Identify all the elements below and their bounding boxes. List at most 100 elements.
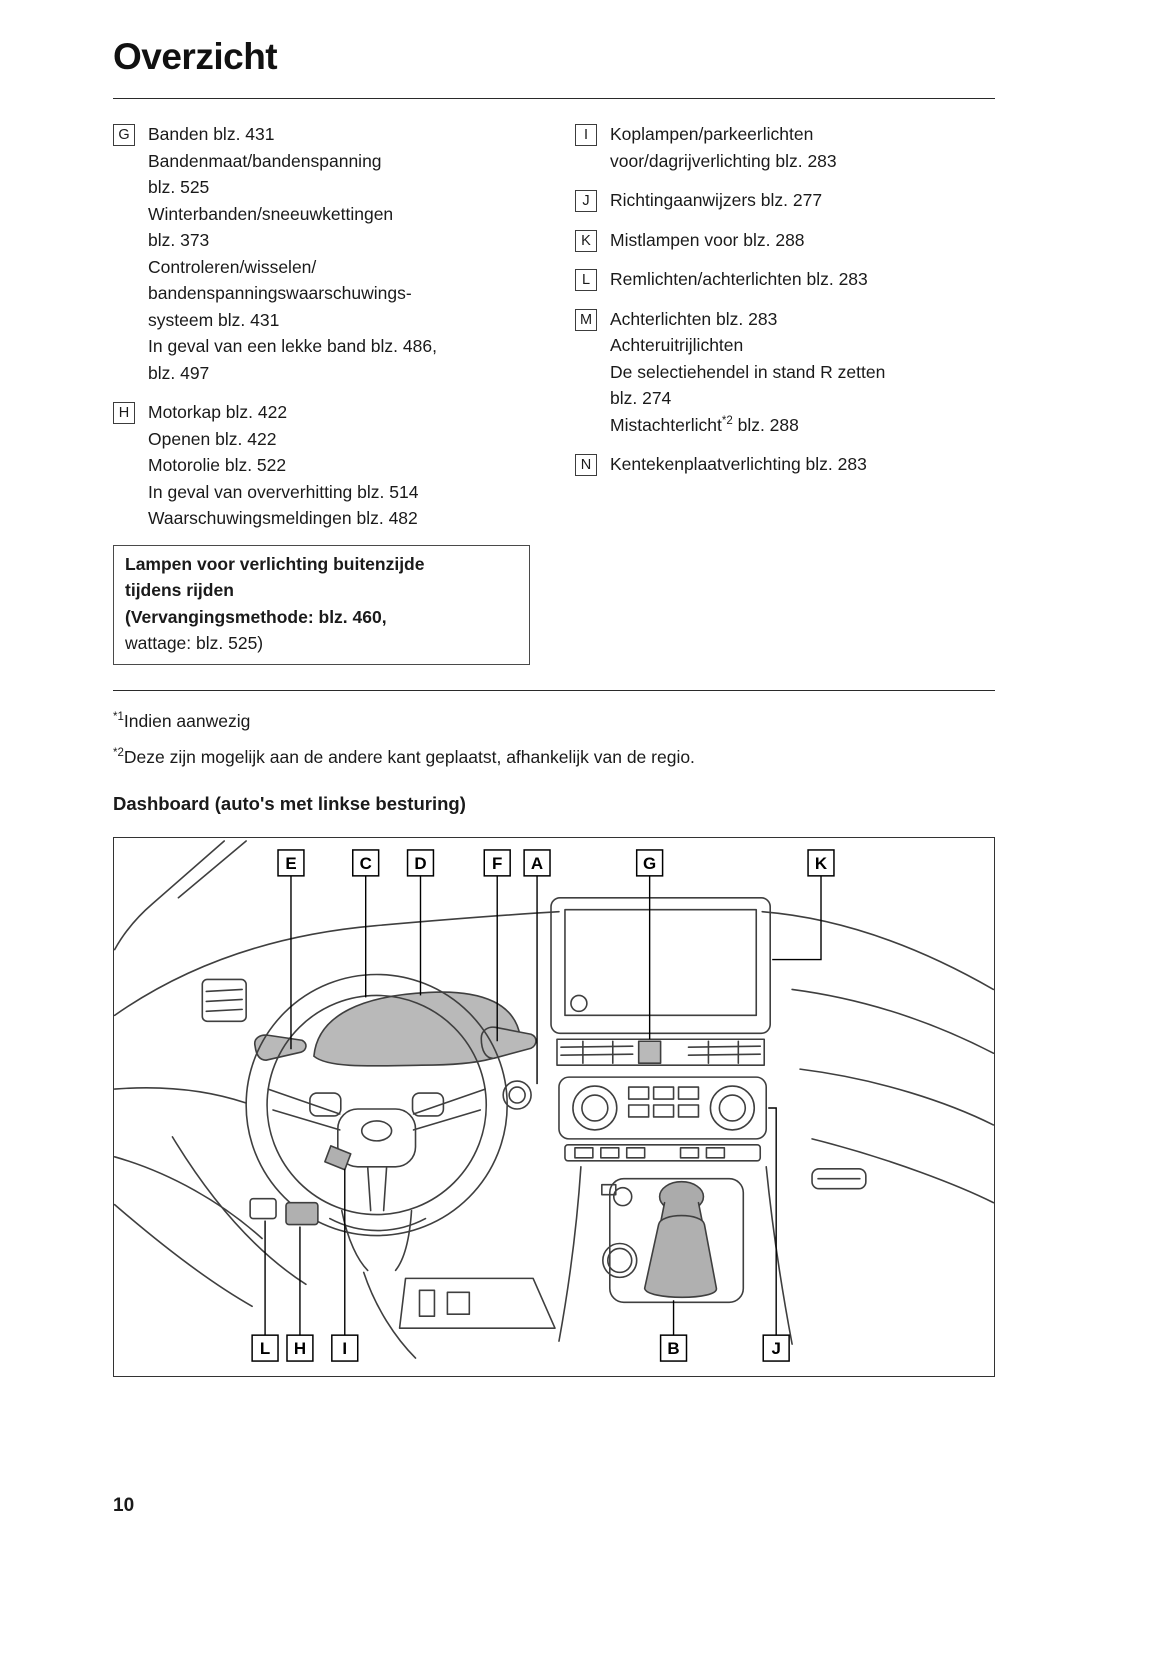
callout-label: L bbox=[260, 1339, 270, 1358]
key-box: I bbox=[575, 124, 597, 146]
text-segment: blz. 288 bbox=[732, 414, 799, 435]
item-lines: Remlichten/achterlichten blz. 283 bbox=[610, 266, 868, 293]
item-lines: Koplampen/parkeerlichten voor/dagrijverl… bbox=[610, 121, 837, 174]
callout-label: C bbox=[360, 853, 372, 872]
text-line: voor/dagrijverlichting blz. 283 bbox=[610, 150, 837, 171]
text-line: blz. 274 bbox=[610, 388, 672, 408]
callout-box bbox=[762, 1333, 790, 1362]
text-line: Motorolie blz. 522 bbox=[148, 455, 287, 475]
section-rule bbox=[113, 689, 995, 691]
footnote-1: *1Indien aanwezig bbox=[113, 709, 995, 733]
callout-label: A bbox=[531, 853, 543, 872]
item-lines: Motorkap blz. 422 Openen blz. 422 Motoro… bbox=[148, 399, 418, 532]
callout: K bbox=[807, 848, 835, 877]
leader-line bbox=[768, 1106, 777, 1335]
top-rule bbox=[113, 98, 995, 99]
text-line: Winterbanden/sneeuwkettingen bbox=[148, 203, 394, 224]
callout: D bbox=[406, 848, 435, 877]
callout-box bbox=[659, 1333, 688, 1362]
text-line: Richtingaanwijzers blz. 277 bbox=[610, 190, 823, 210]
callout-box bbox=[286, 1333, 314, 1362]
manual-page: Overzicht G Banden blz. 431 Bandenmaat/b… bbox=[113, 36, 995, 1516]
callout-box bbox=[483, 848, 511, 877]
callout: H bbox=[286, 1333, 314, 1362]
callout-box bbox=[406, 848, 435, 877]
shift-boot bbox=[643, 1214, 718, 1298]
footnote-marker: *1 bbox=[113, 710, 124, 723]
text-line: Kentekenplaatverlichting blz. 283 bbox=[610, 454, 867, 474]
center-air-vents bbox=[556, 1037, 766, 1066]
callout: C bbox=[352, 848, 380, 877]
list-item-i: I Koplampen/parkeerlichten voor/dagrijve… bbox=[575, 121, 995, 174]
dashboard-illustration: E C D F A G K L H I B J bbox=[114, 839, 994, 1362]
key-box: K bbox=[575, 229, 597, 252]
list-item-l: L Remlichten/achterlichten blz. 283 bbox=[575, 266, 995, 293]
text-line: Controleren/wisselen/ bbox=[148, 256, 317, 277]
leader-lines bbox=[264, 875, 822, 1335]
item-lines: Achterlichten blz. 283 Achteruitrijlicht… bbox=[610, 306, 885, 439]
side-air-vent bbox=[201, 978, 247, 1022]
list-item-n: N Kentekenplaatverlichting blz. 283 bbox=[575, 451, 995, 478]
text-line: Achteruitrijlichten bbox=[610, 335, 744, 355]
callout-box bbox=[352, 848, 380, 877]
page-title: Overzicht bbox=[113, 36, 278, 77]
callout: I bbox=[331, 1333, 359, 1362]
callout-box bbox=[807, 848, 835, 877]
footnote-2: *2Deze zijn mogelijk aan de andere kant … bbox=[113, 745, 995, 769]
display-screen bbox=[550, 896, 771, 1034]
text-segment: Mistachterlicht bbox=[610, 414, 722, 435]
callout-label: B bbox=[667, 1339, 679, 1358]
item-lines: Banden blz. 431 Bandenmaat/bandenspannin… bbox=[148, 121, 437, 386]
callout-labels: E C D F A G K L H I B J bbox=[251, 848, 835, 1362]
callout-label: G bbox=[643, 853, 656, 872]
list-item-k: K Mistlampen voor blz. 288 bbox=[575, 227, 995, 254]
text-line: blz. 525 bbox=[148, 177, 210, 197]
climate-panel bbox=[558, 1075, 768, 1162]
callout-box bbox=[635, 848, 664, 877]
note-line: (Vervangingsmethode: blz. 460, bbox=[125, 606, 387, 627]
text-line: Banden blz. 431 bbox=[148, 124, 275, 144]
key-box: J bbox=[575, 190, 597, 212]
key-box: M bbox=[575, 308, 597, 331]
callout-label: D bbox=[414, 853, 426, 872]
note-line: Lampen voor verlichting buitenzijde bbox=[125, 553, 425, 574]
text-line: Waarschuwingsmeldingen blz. 482 bbox=[148, 508, 418, 528]
text-line: Motorkap blz. 422 bbox=[148, 402, 288, 422]
text-line: Mistlampen voor blz. 288 bbox=[610, 229, 805, 250]
dashboard-figure: E C D F A G K L H I B J bbox=[113, 836, 995, 1377]
callout-label: H bbox=[294, 1339, 306, 1358]
text-line: De selectiehendel in stand R zetten bbox=[610, 361, 886, 382]
left-column: G Banden blz. 431 Bandenmaat/bandenspann… bbox=[113, 121, 575, 665]
item-lines: Mistlampen voor blz. 288 bbox=[610, 227, 805, 254]
tilt-lever bbox=[324, 1144, 352, 1171]
text-line: Remlichten/achterlichten blz. 283 bbox=[610, 269, 868, 289]
callout-label: K bbox=[815, 853, 828, 872]
center-console bbox=[558, 1165, 793, 1345]
callout-box bbox=[251, 1333, 279, 1362]
list-item-g: G Banden blz. 431 Bandenmaat/bandenspann… bbox=[113, 121, 575, 386]
key-box: G bbox=[113, 124, 135, 146]
lower-switches bbox=[249, 1197, 319, 1225]
text-line: bandenspanningswaarschuwings- bbox=[148, 283, 412, 303]
footnote-reference: *2 bbox=[721, 414, 733, 427]
leader-line bbox=[772, 875, 822, 960]
text-line: blz. 497 bbox=[148, 362, 210, 383]
callout: L bbox=[251, 1333, 279, 1362]
text-line: In geval van oververhitting blz. 514 bbox=[148, 481, 419, 502]
text-line: systeem blz. 431 bbox=[148, 309, 280, 330]
text-line: Achterlichten blz. 283 bbox=[610, 308, 778, 329]
start-button bbox=[502, 1079, 532, 1110]
footnote-text: Deze zijn mogelijk aan de andere kant ge… bbox=[123, 746, 695, 767]
note-line: wattage: blz. 525) bbox=[125, 633, 264, 653]
item-lines: Kentekenplaatverlichting blz. 283 bbox=[610, 451, 867, 478]
key-box: H bbox=[113, 402, 135, 424]
dashboard-art bbox=[114, 839, 994, 1359]
list-item-m: M Achterlichten blz. 283 Achteruitrijlic… bbox=[575, 306, 995, 439]
text-line: Koplampen/parkeerlichten bbox=[610, 124, 814, 144]
list-item-j: J Richtingaanwijzers blz. 277 bbox=[575, 187, 995, 214]
text-line: Openen blz. 422 bbox=[148, 428, 277, 449]
callout-label: E bbox=[285, 853, 296, 872]
callout-box bbox=[523, 848, 551, 877]
key-box: L bbox=[575, 269, 597, 291]
text-line: blz. 373 bbox=[148, 230, 210, 250]
